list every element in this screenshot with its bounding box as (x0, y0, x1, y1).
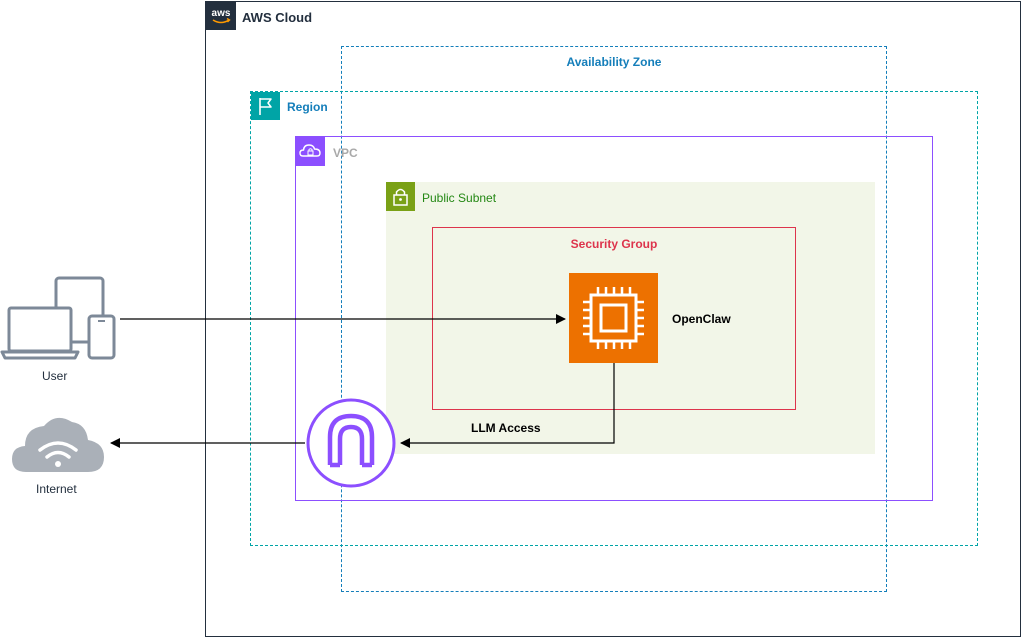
aws-logo-text: aws (212, 8, 231, 19)
llm-access-label: LLM Access (471, 421, 541, 435)
cloud-lock-icon (296, 137, 325, 166)
flag-icon (251, 92, 280, 120)
internet-cloud-icon[interactable] (10, 410, 106, 476)
openclaw-to-gateway-arrow (400, 363, 615, 448)
aws-cloud-label: AWS Cloud (242, 10, 313, 25)
public-subnet-label: Public Subnet (422, 191, 497, 205)
openclaw-label: OpenClaw (672, 312, 731, 326)
lock-icon (386, 182, 415, 211)
user-devices-icon[interactable] (0, 276, 118, 362)
ec2-instance-icon[interactable] (569, 273, 658, 363)
availability-zone-label: Availability Zone (566, 55, 662, 69)
internet-gateway-icon[interactable] (305, 397, 397, 489)
security-group-label: Security Group (570, 237, 658, 251)
vpc-label: VPC (333, 146, 358, 160)
user-label: User (42, 369, 68, 383)
aws-logo-icon: aws (206, 2, 236, 30)
internet-label: Internet (36, 482, 77, 496)
region-label: Region (287, 100, 328, 114)
